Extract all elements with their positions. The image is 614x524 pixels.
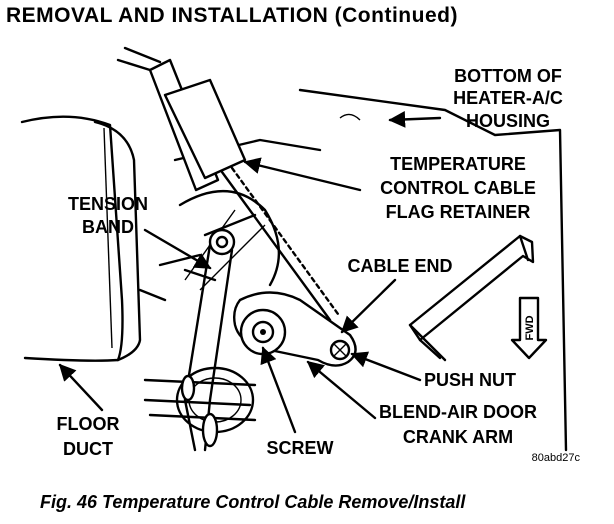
label-push-nut: PUSH NUT: [424, 370, 516, 390]
callout-labels: BOTTOM OF HEATER-A/C HOUSING TEMPERATURE…: [57, 66, 581, 464]
label-bottom-housing-1: BOTTOM OF: [454, 66, 562, 86]
push-nut-drawing: [329, 339, 351, 361]
label-flag-retainer-2: CONTROL CABLE: [380, 178, 536, 198]
fwd-label: FWD: [524, 315, 536, 340]
label-tension-band-1: TENSION: [68, 194, 148, 214]
fwd-arrow: FWD: [510, 296, 548, 360]
label-crank-arm-2: CRANK ARM: [403, 427, 513, 447]
figure-code: 80abd27c: [532, 452, 581, 464]
label-floor-duct-2: DUCT: [63, 439, 113, 459]
lower-gear-drawing: [143, 366, 257, 448]
page-heading: REMOVAL AND INSTALLATION (Continued): [6, 4, 458, 27]
floor-duct-drawing: [20, 115, 142, 362]
label-crank-arm-1: BLEND-AIR DOOR: [379, 402, 537, 422]
leader-lines: [58, 111, 442, 434]
label-bottom-housing-2: HEATER-A/C: [453, 88, 563, 108]
label-flag-retainer-3: FLAG RETAINER: [386, 202, 531, 222]
label-floor-duct-1: FLOOR: [57, 414, 120, 434]
label-cable-end: CABLE END: [347, 256, 452, 276]
label-bottom-housing-3: HOUSING: [466, 111, 550, 131]
cable-housing-drawing: [116, 46, 247, 192]
figure-caption: Fig. 46 Temperature Control Cable Remove…: [40, 492, 466, 512]
label-screw: SCREW: [267, 438, 334, 458]
label-tension-band-2: BAND: [82, 217, 134, 237]
cable-diagram: FWD BOTTOM OF HEATER-A/C HOUSING TEMPERA…: [20, 46, 581, 464]
bracket-drawing: [408, 234, 535, 362]
control-cable-drawing: [220, 166, 340, 322]
label-flag-retainer-1: TEMPERATURE: [390, 154, 526, 174]
